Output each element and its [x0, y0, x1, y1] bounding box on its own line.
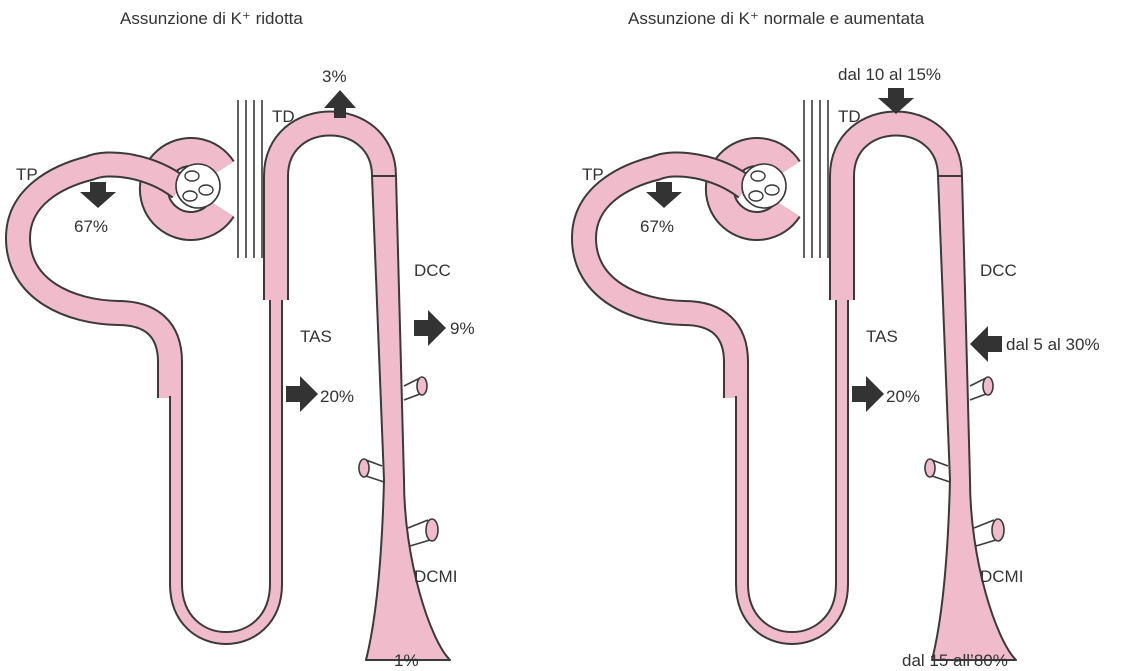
panel-title: Assunzione di K⁺ ridotta — [120, 9, 303, 28]
flow-value-dcc: 9% — [450, 319, 475, 338]
arrow-down-icon — [646, 182, 682, 208]
arrow-down-icon — [80, 182, 116, 208]
label-dcmi: DCMI — [414, 567, 457, 586]
flow-value-tas: 20% — [320, 387, 354, 406]
flow-value-td: 3% — [322, 67, 347, 86]
label-td: TD — [272, 107, 295, 126]
flow-value-dcc: dal 5 al 30% — [1006, 335, 1100, 354]
flow-value-td: dal 10 al 15% — [838, 65, 941, 84]
label-tp: TP — [16, 165, 38, 184]
flow-value-tp: 67% — [640, 217, 674, 236]
flow-value-dcmi: dal 15 all’80% — [902, 651, 1008, 670]
arrow-right-icon — [852, 376, 884, 412]
flow-value-tas: 20% — [886, 387, 920, 406]
label-tas: TAS — [866, 327, 898, 346]
panel-reduced-intake: Assunzione di K⁺ ridotta — [16, 9, 475, 670]
flow-value-tp: 67% — [74, 217, 108, 236]
nephron-tubule — [18, 100, 450, 660]
label-dcc: DCC — [980, 261, 1017, 280]
panel-title: Assunzione di K⁺ normale e aumentata — [628, 9, 925, 28]
flow-value-dcmi: 1% — [394, 651, 419, 670]
label-tp: TP — [582, 165, 604, 184]
panel-normal-increased-intake: Assunzione di K⁺ normale e aumentata TP — [582, 9, 1100, 670]
label-tas: TAS — [300, 327, 332, 346]
label-dcmi: DCMI — [980, 567, 1023, 586]
label-dcc: DCC — [414, 261, 451, 280]
arrow-left-icon — [970, 326, 1002, 362]
arrow-right-icon — [414, 310, 446, 346]
label-td: TD — [838, 107, 861, 126]
arrow-down-icon — [878, 88, 914, 114]
nephron-tubule — [584, 100, 1016, 660]
arrow-right-icon — [286, 376, 318, 412]
